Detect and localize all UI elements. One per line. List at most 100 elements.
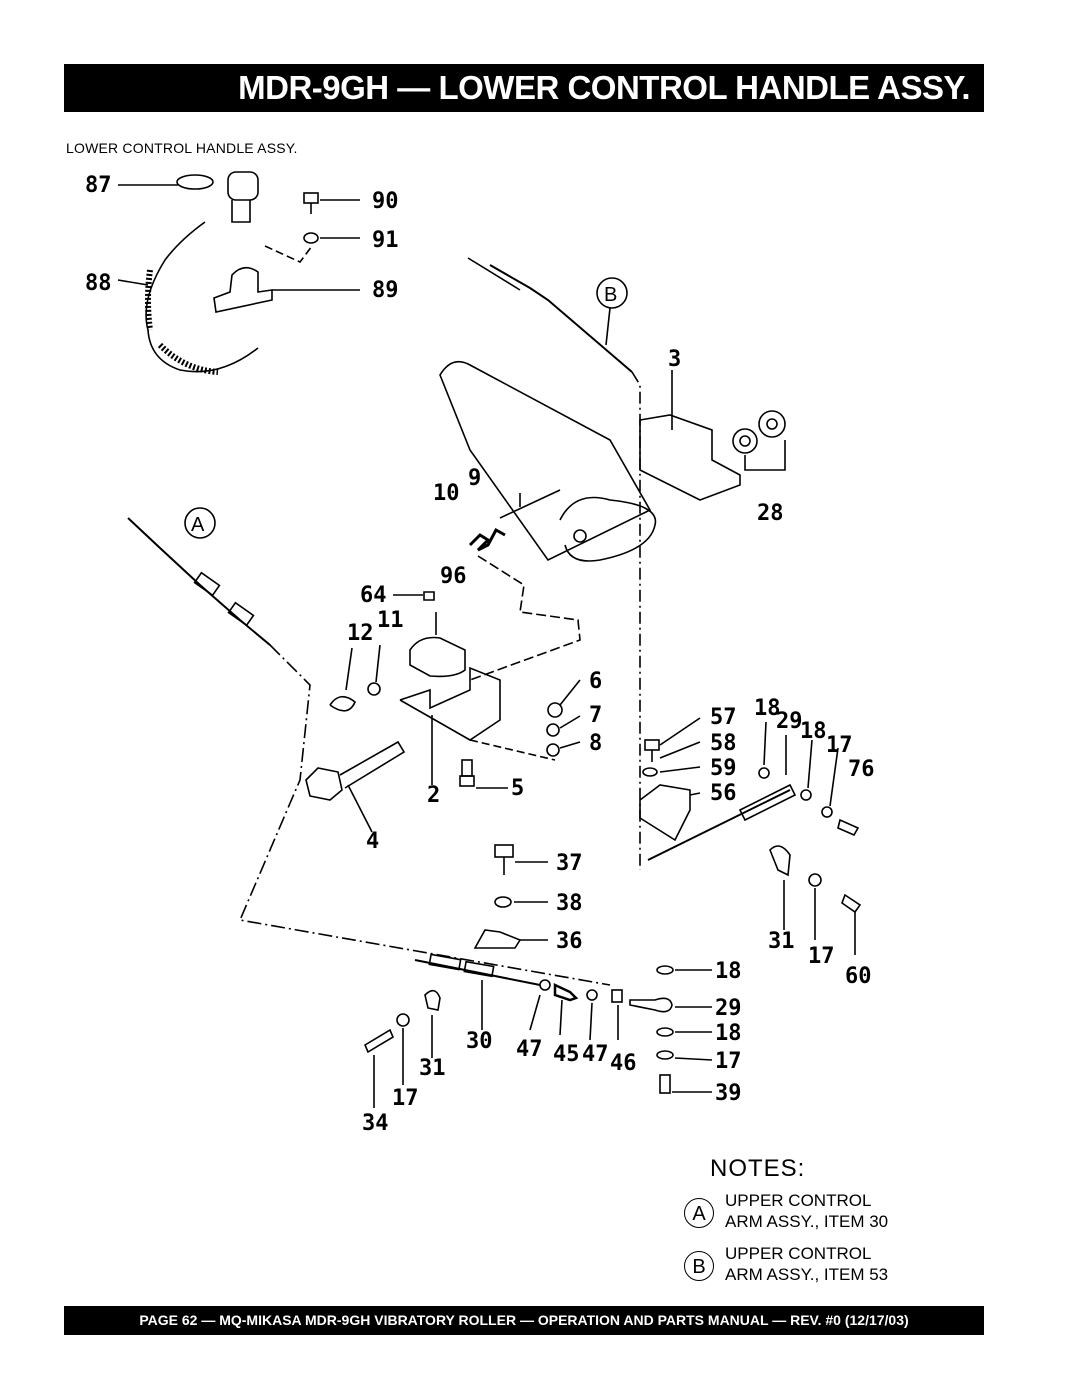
washer-18a-drawing: [758, 767, 770, 779]
label-9: 9: [468, 466, 481, 491]
washer-17b-drawing: [808, 873, 822, 887]
note-a-text: UPPER CONTROL ARM ASSY., ITEM 30: [725, 1190, 955, 1232]
washer-18c-drawing: [656, 965, 674, 975]
label-B: B: [604, 284, 617, 306]
label-18c: 18: [715, 959, 742, 984]
label-37: 37: [556, 851, 583, 876]
label-91: 91: [372, 228, 399, 253]
label-17b: 17: [808, 944, 835, 969]
bolt-4-drawing: [305, 740, 406, 833]
label-38: 38: [556, 891, 583, 916]
note-a-line2: ARM ASSY., ITEM 30: [725, 1212, 889, 1231]
bolt-5-drawing: [459, 759, 508, 789]
label-36: 36: [556, 929, 583, 954]
bolt-39-drawing: [659, 1074, 671, 1094]
label-88: 88: [85, 271, 112, 296]
label-30: 30: [466, 1029, 493, 1054]
note-b-marker: B: [684, 1251, 714, 1281]
pin-76-drawing: [837, 818, 860, 837]
label-18d: 18: [715, 1021, 742, 1046]
label-17a: 17: [826, 733, 853, 758]
washer-8-drawing: [546, 743, 560, 757]
label-18b: 18: [800, 719, 827, 744]
label-56: 56: [710, 781, 737, 806]
clip-12-drawing: [329, 695, 356, 712]
label-4: 4: [366, 829, 379, 854]
note-a-marker: A: [684, 1198, 714, 1228]
bracket-3-drawing: [631, 370, 741, 870]
label-57: 57: [710, 705, 737, 730]
label-29b: 29: [715, 996, 742, 1021]
label-29a: 29: [776, 709, 803, 734]
washer-17c-drawing: [656, 1050, 674, 1060]
label-47a: 47: [516, 1037, 543, 1062]
label-18a: 18: [754, 696, 781, 721]
label-46: 46: [610, 1051, 637, 1076]
bolt-34-drawing: [363, 1028, 395, 1054]
label-3: 3: [668, 347, 681, 372]
diagram-subtitle: LOWER CONTROL HANDLE ASSY.: [66, 140, 298, 156]
notes-heading: NOTES:: [710, 1155, 806, 1182]
label-12: 12: [347, 621, 374, 646]
clip-31b-drawing: [424, 989, 441, 1011]
label-5: 5: [511, 776, 524, 801]
label-64: 64: [360, 583, 387, 608]
parts-diagram: 87 90 91 88 89 B 3 28 10 9 A 64 96 12 11…: [85, 171, 875, 1136]
nut-47a-drawing: [539, 979, 551, 991]
label-96: 96: [440, 564, 467, 589]
label-45: 45: [553, 1042, 580, 1067]
bracket-96-drawing: [399, 555, 581, 741]
note-b-line2: ARM ASSY., ITEM 53: [725, 1265, 889, 1284]
spring-45-drawing: [553, 983, 579, 1002]
label-7: 7: [589, 703, 602, 728]
page-title: MDR-9GH — LOWER CONTROL HANDLE ASSY.: [64, 64, 984, 112]
note-a-line1: UPPER CONTROL: [725, 1191, 872, 1210]
label-17c: 17: [715, 1049, 742, 1074]
washer-91-drawing: [303, 232, 319, 244]
label-10: 10: [433, 481, 460, 506]
label-8: 8: [589, 731, 602, 756]
nut-11-drawing: [367, 682, 381, 696]
label-A: A: [191, 514, 205, 536]
note-b-text: UPPER CONTROL ARM ASSY., ITEM 53: [725, 1243, 955, 1285]
rod-end-29b-drawing: [629, 997, 673, 1013]
washer-18d-drawing: [656, 1027, 674, 1037]
clip-31a-drawing: [769, 845, 791, 877]
cable-b-drawing: [467, 257, 633, 373]
nuts-28-drawing: [732, 410, 786, 471]
handle-tube-drawing: [439, 360, 657, 562]
label-34: 34: [362, 1111, 389, 1136]
fitting-64-drawing: [423, 591, 435, 601]
page-footer: PAGE 62 — MQ-MIKASA MDR-9GH VIBRATORY RO…: [64, 1306, 984, 1335]
cable-88-drawing: [117, 221, 259, 375]
label-90: 90: [372, 189, 399, 214]
nut-47b-drawing: [586, 989, 598, 1001]
label-47b: 47: [582, 1042, 609, 1067]
label-76: 76: [848, 757, 875, 782]
cable-a-drawing: [127, 517, 611, 986]
nut-6-drawing: [547, 702, 563, 718]
cable-30-drawing: [414, 953, 541, 1030]
label-87: 87: [85, 173, 112, 198]
nut-46-drawing: [611, 989, 623, 1003]
label-6: 6: [589, 669, 602, 694]
label-39: 39: [715, 1081, 742, 1106]
group-37-36-drawing: [473, 844, 548, 949]
group-57-56-drawing: [639, 717, 797, 861]
label-2: 2: [427, 783, 440, 808]
note-b-line1: UPPER CONTROL: [725, 1244, 872, 1263]
label-11: 11: [377, 608, 404, 633]
label-89: 89: [372, 278, 399, 303]
label-31a: 31: [768, 929, 795, 954]
label-17d: 17: [392, 1086, 419, 1111]
washer-17a-drawing: [821, 806, 833, 818]
washer-17d-drawing: [396, 1013, 410, 1027]
spring-10-drawing: [468, 489, 561, 552]
label-59: 59: [710, 756, 737, 781]
label-31b: 31: [419, 1056, 446, 1081]
clamp-89-drawing: [213, 245, 360, 313]
lever-87-drawing: [118, 171, 259, 223]
bolt-90-drawing: [303, 192, 360, 214]
washer-7-drawing: [546, 723, 560, 737]
label-60: 60: [845, 964, 872, 989]
